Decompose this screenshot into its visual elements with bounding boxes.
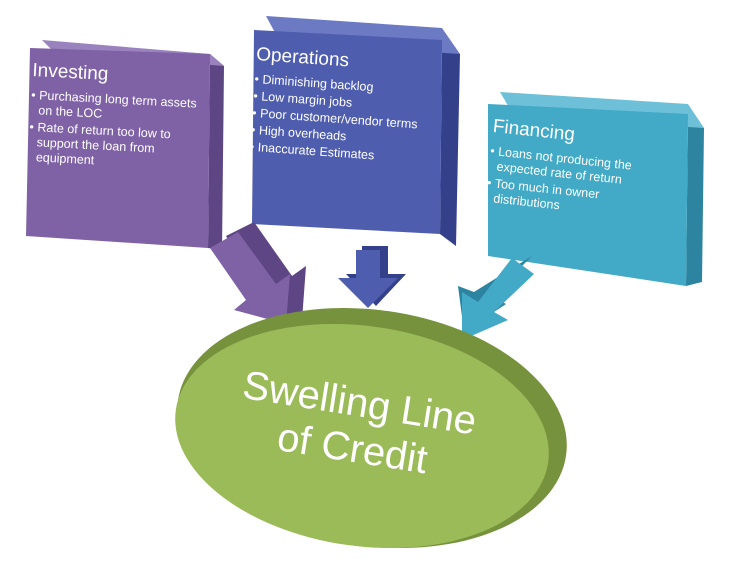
arrow-investing-body: [210, 232, 290, 324]
arrow-financing: [458, 256, 534, 340]
arrow-operations: [338, 246, 406, 308]
card-operations-content: Operations Diminishing backlog Low margi…: [249, 44, 438, 169]
center-ellipse-face: [175, 323, 549, 549]
card-operations-depth: [440, 40, 460, 246]
card-financing-content: Financing Loans not producing the expect…: [484, 116, 673, 226]
card-operations-list: Diminishing backlog Low margin jobs Poor…: [249, 72, 436, 167]
center-ellipse: [175, 308, 567, 549]
card-investing-list: Purchasing long term assets on the LOC R…: [28, 88, 207, 174]
card-investing-content: Investing Purchasing long term assets on…: [27, 60, 207, 176]
arrow-operations-body: [338, 250, 398, 308]
arrow-investing: [210, 222, 306, 324]
card-investing-depth: [208, 54, 224, 250]
arrow-financing-body: [462, 258, 534, 340]
card-financing-depth: [686, 114, 704, 286]
card-investing-item: Rate of return too low to support the lo…: [28, 120, 205, 174]
